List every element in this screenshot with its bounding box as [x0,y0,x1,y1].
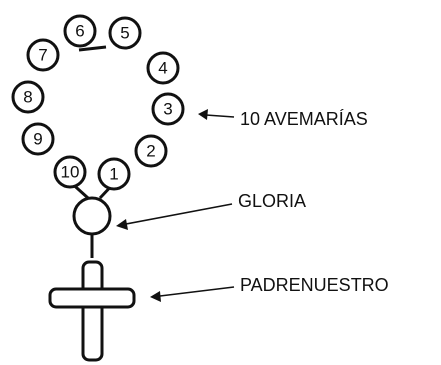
bead-3: 3 [151,92,185,126]
arrow-padrenuestro [150,286,235,302]
bead-10: 10 [53,155,87,189]
bead-1-number: 1 [109,165,118,184]
bead-7-number: 7 [38,46,47,65]
bead-2-number: 2 [146,142,155,161]
bead-8-number: 8 [23,88,32,107]
bead-8: 8 [11,80,45,114]
bead-9: 9 [21,122,55,156]
gloria-bead [72,196,112,236]
label-padrenuestro: PADRENUESTRO [240,275,389,295]
bead-3-number: 3 [163,100,172,119]
bead-6-number: 6 [75,22,84,41]
bead-5: 5 [108,16,142,50]
arrow-gloria [116,203,233,230]
label-gloria: GLORIA [238,191,306,211]
cross-icon [48,260,136,362]
bead-2: 2 [134,134,168,168]
bead-4: 4 [146,51,180,85]
arrow-avemarias [198,109,235,120]
bead-6: 6 [63,14,97,48]
bead-10-number: 10 [61,163,80,182]
bead-7: 7 [26,38,60,72]
bead-5-number: 5 [120,24,129,43]
bead-4-number: 4 [158,59,167,78]
bead-9-number: 9 [33,130,42,149]
bead-1: 1 [97,157,131,191]
label-avemarias: 10 AVEMARÍAS [240,109,368,129]
